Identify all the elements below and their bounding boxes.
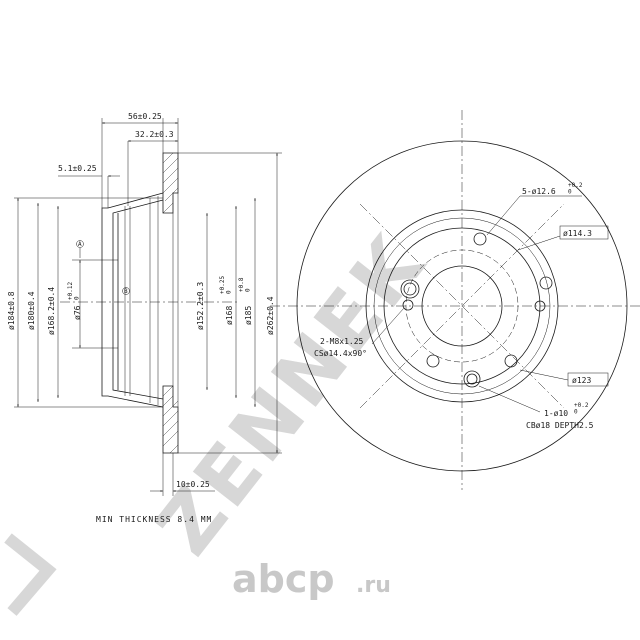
dim-thickness: 10±0.25: [176, 480, 210, 489]
bolt-hole: [426, 354, 440, 368]
label-thread-holes: 2-M8x1.25: [320, 337, 364, 346]
bolt-hole: [403, 282, 417, 296]
top-dimensions: 56±0.25 32.2±0.3 5.1±0.25: [58, 112, 179, 208]
dim-d180: ø180±0.4: [27, 291, 36, 330]
dim-overall-hat: 56±0.25: [128, 112, 162, 121]
label-cb-hole: 1-ø10: [544, 409, 568, 418]
dim-d168-right-tolerance: +0.250: [219, 276, 233, 294]
bolt-hole: [539, 276, 553, 290]
label-cb-depth: CBø18 DEPTH2.5: [526, 421, 594, 430]
marker-b: B: [124, 288, 128, 295]
bottom-dimension: 10±0.25: [150, 453, 215, 496]
logo-name: abcp: [232, 557, 335, 601]
dim-d152: ø152.2±0.3: [196, 282, 205, 330]
dim-flange-offset: 5.1±0.25: [58, 164, 97, 173]
bolt-hole-countersink: [400, 279, 420, 299]
label-center-bore: ø123: [572, 376, 591, 385]
dim-d185: ø185: [244, 306, 253, 325]
cb-hole-counterbore: [463, 370, 481, 388]
label-holes-5: 5-ø12.6: [522, 187, 556, 196]
disc-section-profile: [60, 152, 240, 454]
marker-a: A: [78, 241, 82, 248]
bolt-holes: [400, 232, 553, 388]
logo-domain: .ru: [356, 573, 391, 598]
dim-d76: ø76: [73, 305, 82, 320]
dim-d185-tolerance: +0.80: [238, 277, 252, 292]
right-dimensions: ø262±0.4 ø185 +0.80 ø168 +0.250 ø152.2±0…: [178, 152, 282, 454]
bolt-hole: [473, 232, 487, 246]
section-view: 56±0.25 32.2±0.3 5.1±0.25 A B ø184±0.8 ø…: [7, 112, 282, 524]
dim-d168-right: ø168: [225, 306, 234, 325]
label-pcd: ø114.3: [563, 229, 592, 238]
footer-logo: abcp .ru: [232, 557, 391, 601]
label-thread-countersink: CSø14.4x90°: [314, 349, 367, 358]
dim-hat-depth: 32.2±0.3: [135, 130, 174, 139]
threaded-hole: [402, 299, 414, 311]
dim-d76-tolerance: +0.120: [67, 282, 81, 300]
dim-d168: ø168.2±0.4: [47, 287, 56, 335]
dim-d262: ø262±0.4: [266, 296, 275, 335]
datum-markers: A B: [76, 240, 130, 295]
dim-d184: ø184±0.8: [7, 291, 16, 330]
left-dimensions: ø184±0.8 ø180±0.4 ø168.2±0.4 ø76 +0.120: [7, 197, 163, 408]
min-thickness-note: MIN THICKNESS 8.4 MM: [96, 515, 212, 524]
bolt-hole: [504, 354, 518, 368]
section-hatching: [162, 152, 179, 454]
threaded-hole: [534, 300, 546, 312]
cb-hole: [466, 373, 478, 385]
